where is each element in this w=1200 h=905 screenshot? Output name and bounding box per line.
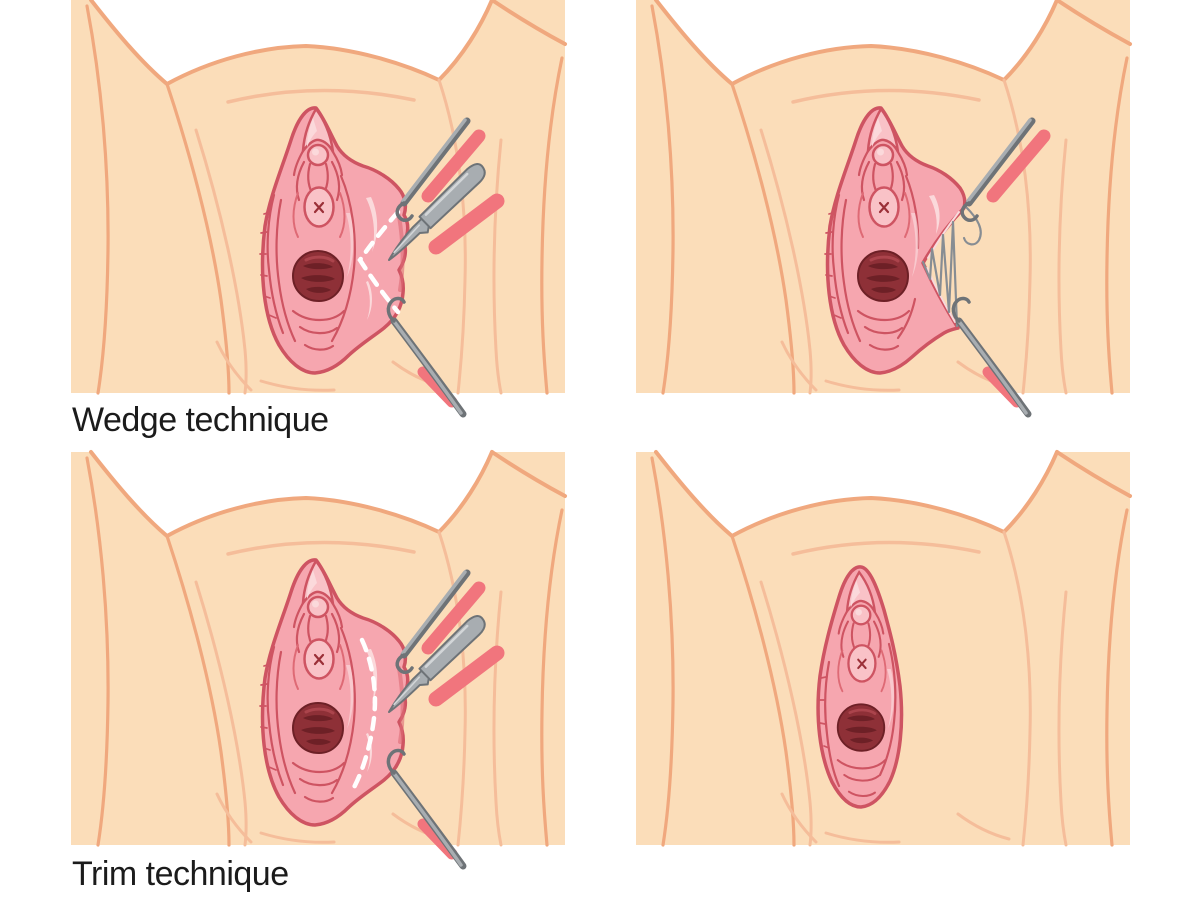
trim-incision-dashed-line bbox=[348, 637, 378, 796]
zigzag-suture-thread bbox=[921, 220, 959, 328]
panel-trim-marking bbox=[69, 450, 567, 845]
trim-technique-caption: Trim technique bbox=[72, 855, 289, 893]
panel-post-surgery-result bbox=[634, 450, 1132, 847]
panel-wedge-suturing bbox=[634, 0, 1132, 393]
panel-wedge-marking bbox=[69, 0, 567, 393]
wedge-incision-dashed-line bbox=[357, 209, 401, 315]
wedge-technique-caption: Wedge technique bbox=[72, 401, 329, 439]
